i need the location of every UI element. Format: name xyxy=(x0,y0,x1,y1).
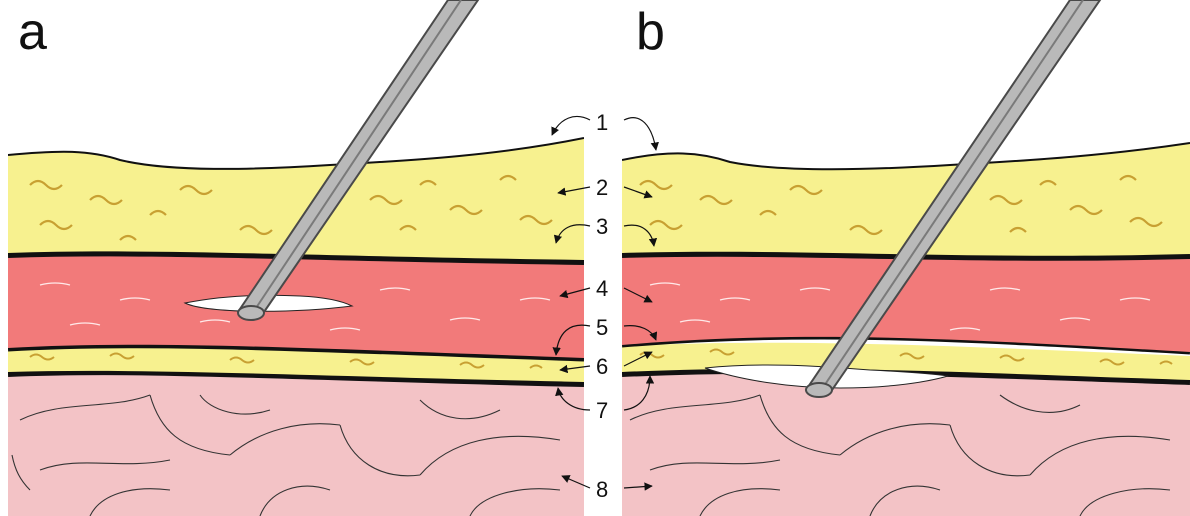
deep-tissue-layer xyxy=(8,371,584,516)
panel-a xyxy=(8,0,584,516)
label-6: 6 xyxy=(596,354,608,379)
label-1: 1 xyxy=(596,110,608,135)
layer-number-labels: 1 2 3 4 5 6 7 8 xyxy=(596,110,608,502)
label-7: 7 xyxy=(596,398,608,423)
deep-tissue-layer xyxy=(622,369,1190,516)
panel-b xyxy=(622,0,1190,516)
label-2: 2 xyxy=(596,175,608,200)
label-5: 5 xyxy=(596,315,608,340)
label-8: 8 xyxy=(596,477,608,502)
label-3: 3 xyxy=(596,214,608,239)
label-4: 4 xyxy=(596,276,608,301)
fat-layer-2 xyxy=(622,143,1190,256)
